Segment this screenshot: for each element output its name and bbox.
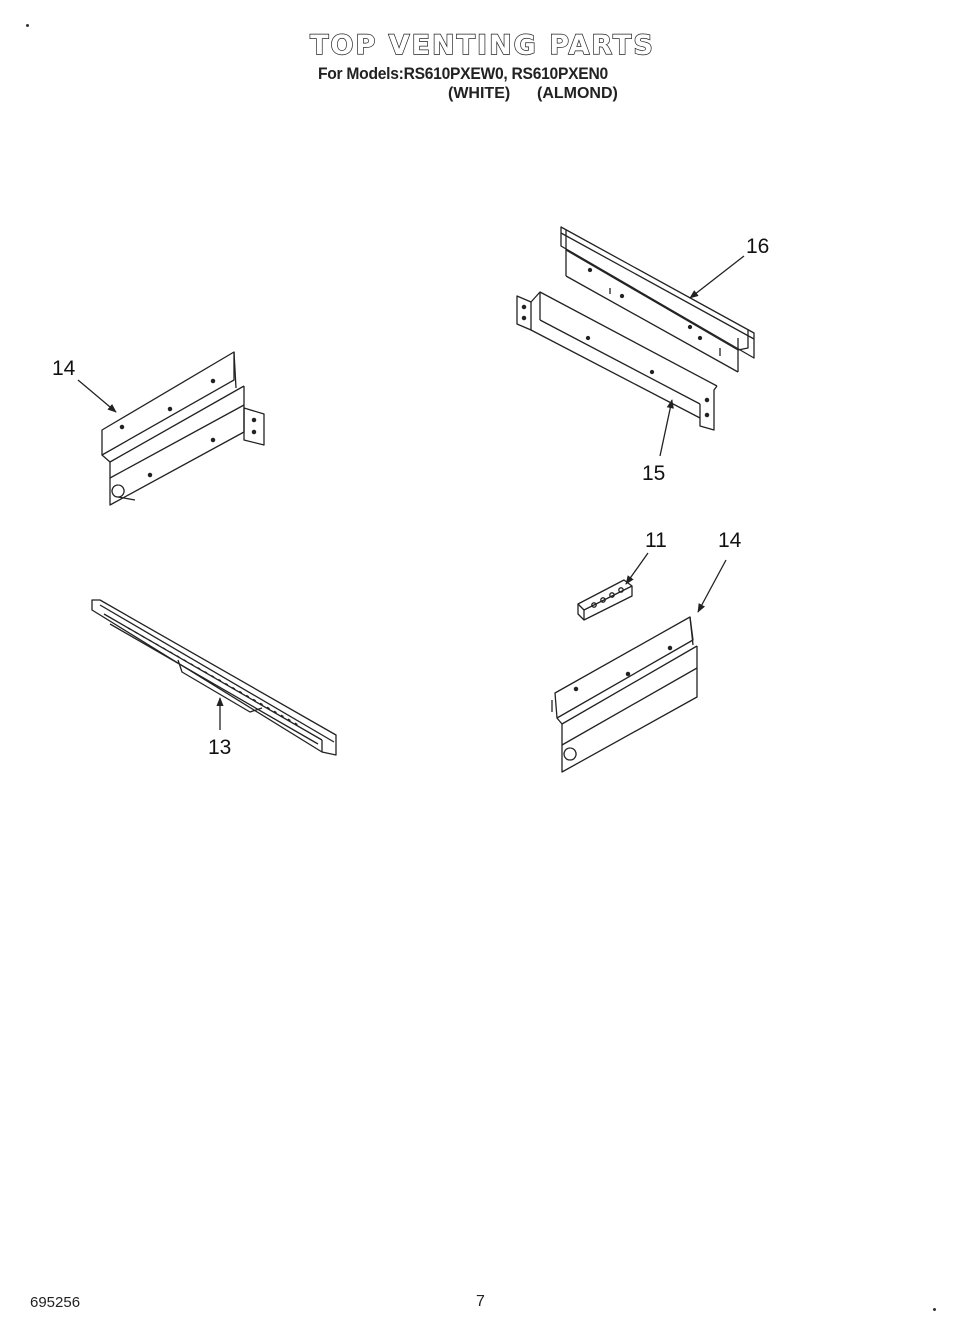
leader-arrow-15 bbox=[659, 399, 674, 457]
part-15-vent-channel bbox=[516, 291, 718, 431]
models-subtitle: For Models:RS610PXEW0, RS610PXEN0 bbox=[318, 64, 608, 83]
callout-14-right: 14 bbox=[718, 529, 742, 552]
page-title: TOP VENTING PARTS bbox=[309, 29, 655, 61]
page-number: 7 bbox=[476, 1293, 485, 1310]
callout-15: 15 bbox=[642, 462, 665, 485]
callout-14-left: 14 bbox=[52, 357, 76, 380]
callout-13: 13 bbox=[208, 736, 231, 759]
color-white-label: (WHITE) bbox=[448, 85, 511, 102]
leader-arrow-11 bbox=[625, 552, 649, 585]
leader-arrow-14-right bbox=[697, 559, 727, 613]
document-number: 695256 bbox=[30, 1294, 81, 1311]
part-11-bracket bbox=[577, 579, 633, 621]
scan-speck bbox=[26, 24, 29, 27]
part-16-vent-channel bbox=[560, 226, 755, 373]
leader-arrow-14-left bbox=[77, 379, 117, 413]
color-almond-label: (ALMOND) bbox=[537, 85, 618, 102]
part-14-right-vent-panel bbox=[551, 616, 698, 773]
part-13-trim-strip bbox=[91, 599, 337, 756]
leader-arrow-16 bbox=[689, 255, 745, 299]
part-14-left-vent-panel bbox=[101, 351, 265, 506]
scan-speck bbox=[933, 1308, 936, 1311]
callout-16: 16 bbox=[746, 235, 769, 258]
callout-11: 11 bbox=[645, 529, 667, 552]
